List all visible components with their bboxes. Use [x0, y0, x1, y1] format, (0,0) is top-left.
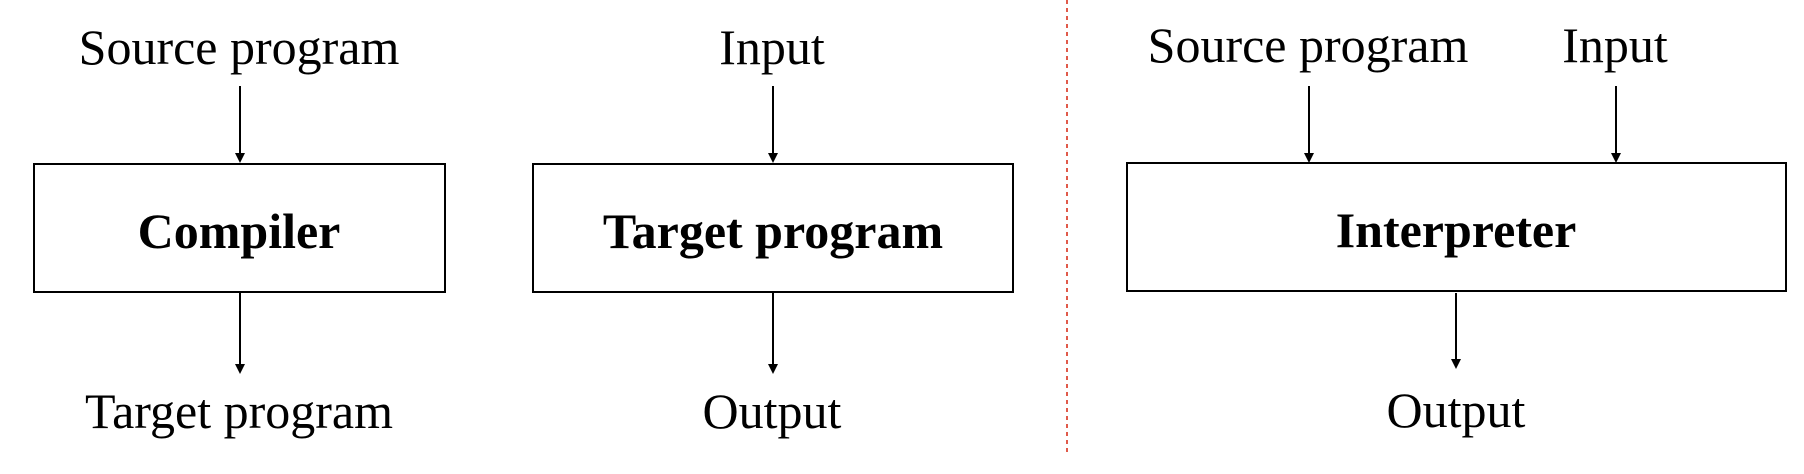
interpreter-box: [1126, 162, 1787, 292]
compiler-box-label: Compiler: [137, 203, 341, 259]
compiler-input-label: Source program: [78, 19, 400, 75]
target-program-box: [532, 163, 1014, 293]
interpreter-input-label: Input: [1562, 17, 1668, 73]
target-program-output-label: Output: [702, 383, 842, 439]
target-program-input-label: Input: [719, 19, 825, 75]
interpreter-source-label: Source program: [1147, 17, 1469, 73]
target-program-box-label: Target program: [602, 203, 944, 259]
interpreter-output-label: Output: [1386, 382, 1526, 438]
interpreter-box-label: Interpreter: [1335, 202, 1577, 258]
compiler-output-label: Target program: [85, 383, 393, 439]
compiler-box: [33, 163, 446, 293]
